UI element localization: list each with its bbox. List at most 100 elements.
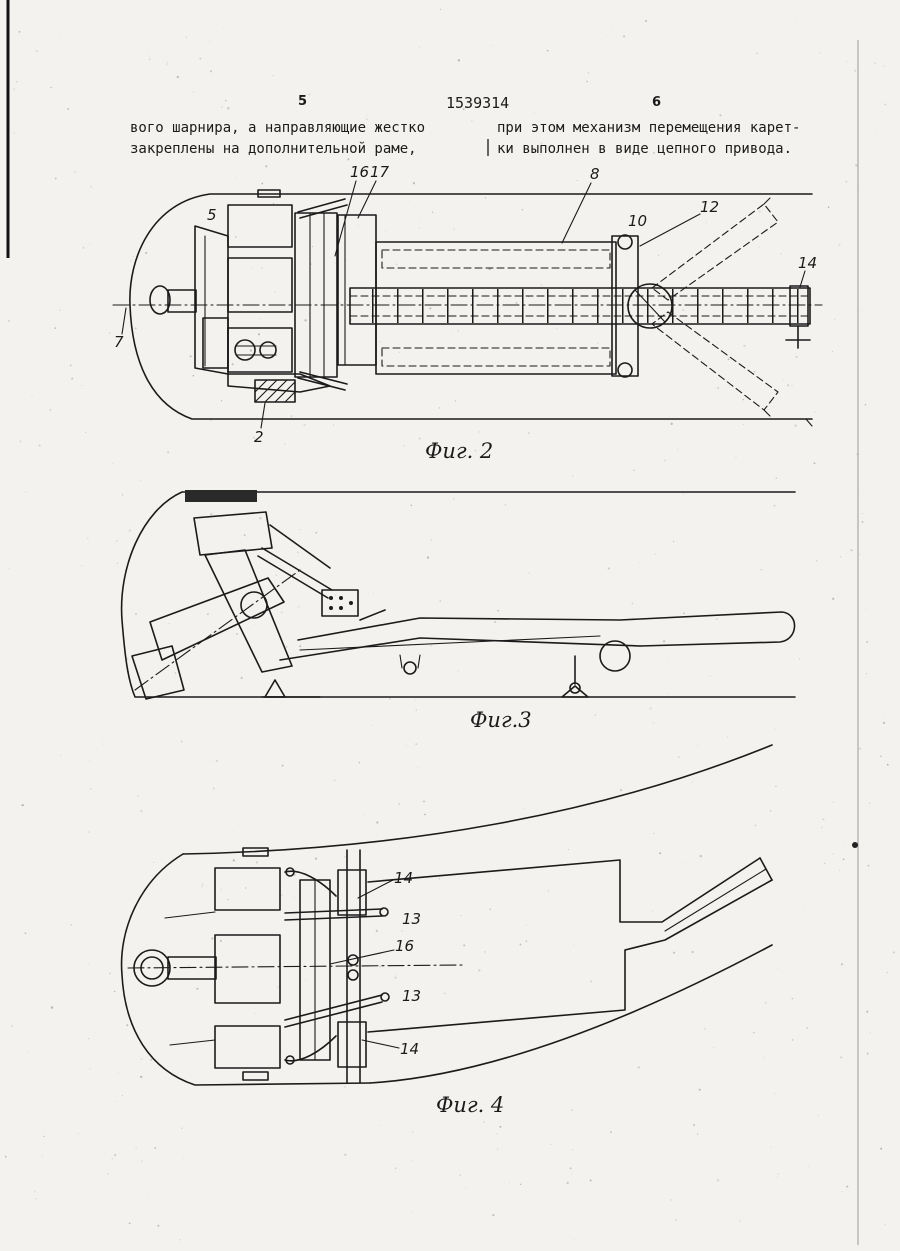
- scan-speckle: [568, 849, 569, 850]
- scan-speckle: [645, 20, 647, 22]
- scan-speckle: [756, 53, 757, 54]
- scan-speckle: [281, 894, 283, 896]
- scan-speckle: [862, 521, 864, 523]
- scan-speckle: [114, 1154, 116, 1156]
- scan-speckle: [108, 1173, 109, 1174]
- scan-speckle: [713, 1047, 715, 1049]
- hook-block: [790, 286, 808, 326]
- scan-speckle: [419, 228, 420, 229]
- scan-speckle: [260, 318, 261, 319]
- scan-speckle: [396, 264, 397, 265]
- scan-speckle: [88, 831, 90, 833]
- scan-speckle: [867, 1053, 869, 1055]
- scan-speckle: [193, 91, 195, 93]
- patent-number: 1539314: [446, 94, 509, 112]
- scan-speckle: [255, 625, 256, 626]
- scan-speckle: [595, 715, 596, 716]
- scan-speckle: [413, 182, 415, 184]
- scan-speckle: [252, 268, 253, 269]
- scan-speckle: [430, 539, 432, 541]
- control-box-dot: [349, 601, 353, 605]
- scan-speckle: [404, 445, 406, 447]
- text-right-column: при этом механизм перемещения карет- ки …: [488, 120, 800, 157]
- scan-speckle: [236, 633, 238, 635]
- scan-speckle: [868, 865, 870, 867]
- scan-speckle: [117, 563, 118, 564]
- scan-speckle: [42, 1156, 43, 1157]
- carriage-bottom: [338, 1022, 366, 1067]
- scan-speckle: [261, 183, 263, 185]
- scan-speckle: [380, 966, 382, 968]
- scan-speckle: [415, 699, 416, 700]
- leader-line: [358, 880, 393, 898]
- leader-line: [800, 271, 805, 287]
- scan-speckle: [697, 1133, 698, 1134]
- scan-speckle: [202, 883, 204, 885]
- carriage-center-pin: [348, 970, 358, 980]
- scan-speckle: [623, 35, 625, 37]
- scan-speckle: [256, 861, 258, 863]
- scan-speckle: [632, 603, 634, 605]
- control-box-dot: [329, 606, 333, 610]
- scan-speckle: [520, 944, 522, 946]
- scan-speckle: [866, 609, 867, 610]
- scan-speckle: [162, 1166, 163, 1167]
- scan-speckle: [201, 886, 202, 887]
- scan-speckle: [638, 1066, 640, 1068]
- scan-speckle: [183, 1158, 184, 1159]
- scan-speckle: [460, 915, 461, 916]
- scan-speckle: [883, 722, 885, 724]
- scan-speckle: [770, 810, 771, 811]
- scan-speckle: [621, 159, 622, 160]
- scan-speckle: [674, 325, 675, 326]
- scan-speckle: [148, 49, 149, 50]
- scan-speckle: [8, 320, 10, 322]
- scan-speckle: [166, 62, 168, 64]
- scan-speckle: [305, 980, 306, 981]
- scan-speckle: [394, 1164, 395, 1165]
- scan-speckle: [777, 845, 778, 846]
- scan-speckle: [259, 517, 261, 519]
- scan-speckle: [832, 598, 834, 600]
- scan-speckle: [122, 494, 123, 495]
- control-box-dot: [339, 606, 343, 610]
- scan-speckle: [492, 1214, 494, 1216]
- scan-speckle: [597, 343, 598, 344]
- scan-speckle: [304, 319, 306, 321]
- scan-speckle: [54, 327, 56, 329]
- scan-speckle: [453, 229, 454, 230]
- scan-speckle: [347, 158, 349, 160]
- scan-speckle: [777, 968, 778, 969]
- scan-speckle: [761, 569, 762, 570]
- scan-speckle: [31, 396, 32, 397]
- scan-speckle: [34, 1191, 36, 1193]
- scan-speckle: [842, 1191, 843, 1192]
- scan-speckle: [130, 261, 131, 262]
- scan-speckle: [135, 327, 137, 329]
- scan-speckle: [126, 1024, 128, 1026]
- scan-speckle: [412, 1161, 413, 1162]
- scan-speckle: [682, 862, 683, 863]
- scan-speckle: [444, 993, 446, 995]
- scan-speckle: [331, 306, 332, 307]
- scan-speckle: [274, 292, 275, 293]
- hydraulic-jack: [270, 525, 330, 568]
- scan-speckle: [286, 646, 288, 648]
- scan-speckle: [258, 333, 260, 335]
- conveyor-inner-line: [665, 869, 766, 931]
- scan-speckle: [9, 273, 10, 274]
- scan-speckle: [691, 781, 693, 783]
- scan-speckle: [297, 551, 299, 553]
- conveyor-boom: [280, 610, 795, 674]
- scan-speckle: [814, 411, 815, 412]
- scan-speckle: [109, 332, 111, 334]
- scan-speckle: [854, 70, 856, 72]
- scan-speckle: [51, 1006, 53, 1008]
- scan-speckle: [25, 492, 26, 493]
- scan-speckle: [333, 425, 334, 426]
- scan-speckle: [652, 911, 653, 912]
- scan-speckle: [883, 65, 884, 66]
- scan-speckle: [499, 1126, 501, 1128]
- carriage: [376, 242, 616, 374]
